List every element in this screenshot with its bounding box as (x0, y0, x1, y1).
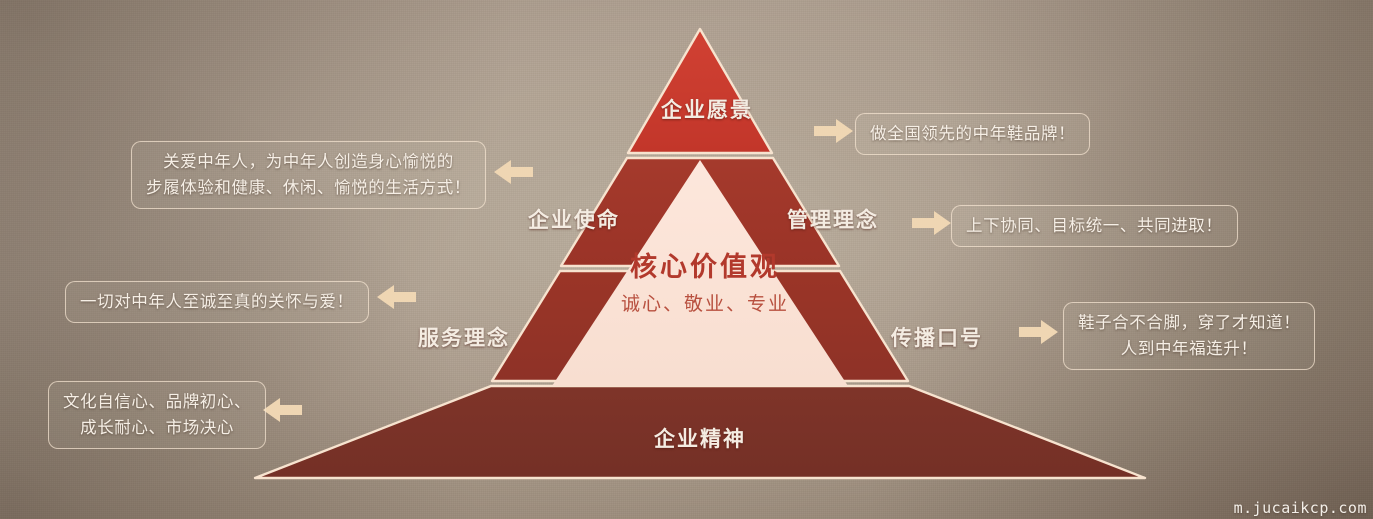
arrow-left-icon-service (377, 285, 416, 309)
callout-line: 上下协同、目标统一、共同进取！ (966, 217, 1223, 235)
arrow-left-icon-spirit (263, 398, 302, 422)
callout-line: 步履体验和健康、休闲、愉悦的生活方式！ (146, 179, 471, 197)
tier-label-management: 管理理念 (787, 209, 879, 232)
core-values-title: 核心价值观 (630, 252, 780, 282)
arrow-right-icon-vision (814, 119, 853, 143)
arrow-right-icon-management (912, 211, 951, 235)
callout-spirit: 文化自信心、品牌初心、 成长耐心、市场决心 (48, 381, 267, 449)
watermark: m.jucaikcp.com (1233, 499, 1367, 517)
tier-label-service: 服务理念 (418, 327, 510, 350)
callout-mission: 关爱中年人，为中年人创造身心愉悦的 步履体验和健康、休闲、愉悦的生活方式！ (131, 141, 486, 209)
callout-line: 鞋子合不合脚，穿了才知道！ (1078, 314, 1301, 332)
tier-label-slogan: 传播口号 (891, 327, 983, 350)
callout-service: 一切对中年人至诚至真的关怀与爱！ (65, 281, 369, 323)
tier-label-mission: 企业使命 (528, 209, 620, 232)
callout-line: 成长耐心、市场决心 (80, 419, 234, 437)
core-values-block: 核心价值观 诚心、敬业、专业 (560, 252, 850, 316)
callout-line: 做全国领先的中年鞋品牌！ (870, 125, 1076, 143)
callout-line: 关爱中年人，为中年人创造身心愉悦的 (163, 153, 454, 171)
arrow-right-icon-slogan (1019, 320, 1058, 344)
arrow-left-icon-mission (494, 160, 533, 184)
callout-slogan: 鞋子合不合脚，穿了才知道！ 人到中年福连升！ (1063, 302, 1316, 370)
callout-management: 上下协同、目标统一、共同进取！ (951, 205, 1238, 247)
tier-label-spirit: 企业精神 (654, 428, 746, 451)
callout-vision: 做全国领先的中年鞋品牌！ (855, 113, 1091, 155)
core-values-subtitle: 诚心、敬业、专业 (620, 294, 789, 316)
pyramid-tier-top-shape (626, 27, 774, 155)
callout-line: 一切对中年人至诚至真的关怀与爱！ (80, 293, 354, 311)
callout-line: 人到中年福连升！ (1120, 340, 1258, 358)
tier-label-vision: 企业愿景 (661, 99, 753, 122)
callout-line: 文化自信心、品牌初心、 (63, 393, 252, 411)
core-values-triangle (552, 160, 848, 386)
